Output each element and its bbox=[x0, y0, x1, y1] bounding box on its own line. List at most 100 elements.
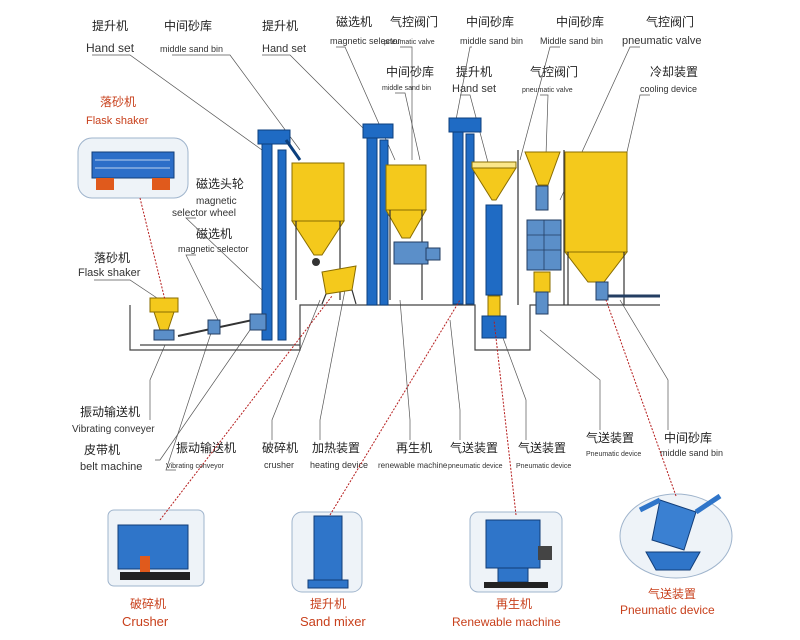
label-middle-bin-4-en: middle sand bin bbox=[382, 85, 431, 92]
label-pneumatic-valve-2-cn: 气控阀门 bbox=[646, 14, 694, 29]
elevator-pillar-3b bbox=[465, 133, 475, 305]
label-middle-bin-5-en: middle sand bin bbox=[660, 448, 723, 458]
elevator-pillar-1b bbox=[277, 149, 287, 341]
photo-pneumatic-en: Pneumatic device bbox=[620, 603, 715, 617]
label-heating-cn: 加热装置 bbox=[312, 441, 360, 455]
photo-renewable: 再生机 Renewable machine bbox=[452, 511, 563, 629]
middle-sand-bin-4 bbox=[524, 151, 561, 186]
label-crusher-en: crusher bbox=[264, 460, 294, 470]
bottom-leader-lines bbox=[165, 289, 669, 471]
label-hand-set-1-cn: 提升机 bbox=[92, 18, 128, 33]
label-hand-set-1-en: Hand set bbox=[86, 41, 135, 55]
photo-pneumatic: 气送装置 Pneumatic device bbox=[619, 493, 733, 617]
label-flask-shaker-red-cn: 落砂机 bbox=[100, 95, 136, 109]
pneumatic-device-2 bbox=[533, 271, 551, 293]
label-belt-machine-en: belt machine bbox=[80, 461, 142, 473]
label-hand-set-2-cn: 提升机 bbox=[262, 18, 298, 33]
label-middle-bin-1-cn: 中间砂库 bbox=[164, 18, 212, 33]
renewable-machine-column bbox=[485, 204, 503, 296]
photo-sand-mixer-en: Sand mixer bbox=[300, 614, 366, 629]
label-flask-shaker-en: Flask shaker bbox=[78, 267, 141, 279]
elevator-pillar-2 bbox=[366, 129, 378, 306]
middle-sand-bin-5-cone bbox=[563, 251, 629, 283]
label-crusher-cn: 破碎机 bbox=[262, 440, 298, 455]
label-hand-set-3-cn: 提升机 bbox=[456, 64, 492, 79]
photo-crusher: 破碎机 Crusher bbox=[107, 509, 205, 629]
label-pneumatic-valve-2-en: pneumatic valve bbox=[622, 35, 702, 47]
label-vibrating-conveyor-2-en: Vibrating conveyor bbox=[166, 463, 225, 470]
label-middle-bin-5-cn: 中间砂库 bbox=[664, 430, 712, 445]
label-pneumatic-valve-1-en: pneumatic valve bbox=[384, 39, 435, 46]
label-middle-bin-2-cn: 中间砂库 bbox=[466, 14, 514, 29]
label-mag-wheel-cn: 磁选头轮 bbox=[196, 176, 244, 191]
pneumatic-device-3 bbox=[595, 281, 609, 301]
middle-sand-bin-3 bbox=[471, 167, 517, 201]
label-mag-selector-mid-cn: 磁选机 bbox=[196, 226, 232, 241]
label-pneumatic-device-1-cn: 气送装置 bbox=[450, 440, 498, 455]
label-renewable-cn: 再生机 bbox=[396, 441, 432, 455]
ground-right-pit bbox=[462, 304, 660, 351]
top-labels: 提升机 Hand set 中间砂库 middle sand bin 提升机 Ha… bbox=[86, 14, 702, 95]
middle-sand-bin-2 bbox=[385, 164, 427, 211]
label-belt-machine-cn: 皮带机 bbox=[84, 443, 120, 457]
renewable-callout-line bbox=[493, 319, 517, 516]
label-hand-set-2-en: Hand set bbox=[262, 43, 306, 55]
crusher bbox=[321, 265, 357, 295]
label-pneumatic-valve-1-cn: 气控阀门 bbox=[390, 14, 438, 29]
label-middle-bin-1-en: middle sand bin bbox=[160, 44, 223, 54]
label-mag-selector-mid-en: magnetic selector bbox=[178, 244, 249, 254]
label-pneumatic-device-3-en: Pneumatic device bbox=[586, 451, 641, 458]
heating-device-motor bbox=[425, 247, 441, 261]
plant-structure bbox=[129, 117, 660, 351]
label-pneumatic-valve-3-cn: 气控阀门 bbox=[530, 64, 578, 79]
photo-sand-mixer-cn: 提升机 bbox=[310, 596, 346, 611]
label-pneumatic-device-1-en: pneumatic device bbox=[448, 463, 503, 470]
heating-device bbox=[393, 241, 429, 265]
label-vibrating-conveyor-2-cn: 振动输送机 bbox=[176, 440, 236, 455]
elevator-pillar-2b bbox=[379, 139, 389, 306]
magnetic-selector bbox=[207, 319, 221, 335]
label-mag-wheel-en-1: magnetic bbox=[196, 196, 237, 207]
label-pneumatic-device-2-en: Pneumatic device bbox=[516, 463, 571, 470]
middle-sand-bin-1-cone bbox=[291, 220, 345, 256]
photo-crusher-en: Crusher bbox=[122, 614, 169, 629]
label-pneumatic-device-2-cn: 气送装置 bbox=[518, 440, 566, 455]
label-pneumatic-device-3-cn: 气送装置 bbox=[586, 430, 634, 445]
photo-sand-mixer: 提升机 Sand mixer bbox=[291, 511, 366, 629]
label-flask-shaker-red-en: Flask shaker bbox=[86, 115, 149, 127]
elevator-chute-1 bbox=[284, 139, 302, 161]
ground-left-pit bbox=[129, 304, 462, 351]
crusher-callout-line bbox=[159, 295, 333, 521]
middle-sand-bin-2-cone bbox=[385, 209, 427, 239]
label-cooling-device-cn: 冷却装置 bbox=[650, 65, 698, 79]
label-middle-bin-4-cn: 中间砂库 bbox=[386, 64, 434, 79]
elevator-pillar-1 bbox=[261, 139, 273, 341]
pneumatic-callout-line bbox=[605, 299, 677, 497]
label-middle-bin-3-en: Middle sand bin bbox=[540, 36, 603, 46]
label-cooling-device-en: cooling device bbox=[640, 84, 697, 94]
left-labels: 落砂机 Flask shaker 磁选头轮 magnetic selector … bbox=[72, 95, 249, 473]
flask-shaker-callout-line bbox=[139, 197, 166, 301]
label-mag-selector-top-cn: 磁选机 bbox=[336, 14, 372, 29]
renewable-machine-base bbox=[481, 315, 507, 339]
middle-sand-bin-5 bbox=[564, 151, 628, 253]
label-mag-selector-top-en: magnetic selector bbox=[330, 36, 401, 46]
label-mag-wheel-en-2: selector wheel bbox=[172, 208, 236, 219]
label-pneumatic-valve-3-en: pneumatic valve bbox=[522, 87, 573, 94]
photo-renewable-cn: 再生机 bbox=[496, 597, 532, 611]
middle-sand-bin-1 bbox=[291, 162, 345, 222]
magnetic-selector-wheel bbox=[249, 313, 267, 331]
label-renewable-en: renewable machine bbox=[378, 461, 448, 470]
photo-pneumatic-cn: 气送装置 bbox=[648, 586, 696, 601]
inset-flask-shaker bbox=[77, 137, 189, 199]
label-vibrating-conveyer-cn: 振动输送机 bbox=[80, 404, 140, 419]
photo-crusher-cn: 破碎机 bbox=[130, 596, 166, 611]
elevator-head-3 bbox=[448, 117, 482, 133]
label-hand-set-3-en: Hand set bbox=[452, 83, 496, 95]
elevator-head-2 bbox=[362, 123, 394, 139]
pneumatic-valve-body bbox=[535, 185, 549, 211]
label-middle-bin-3-cn: 中间砂库 bbox=[556, 14, 604, 29]
elevator-head-1 bbox=[257, 129, 291, 145]
